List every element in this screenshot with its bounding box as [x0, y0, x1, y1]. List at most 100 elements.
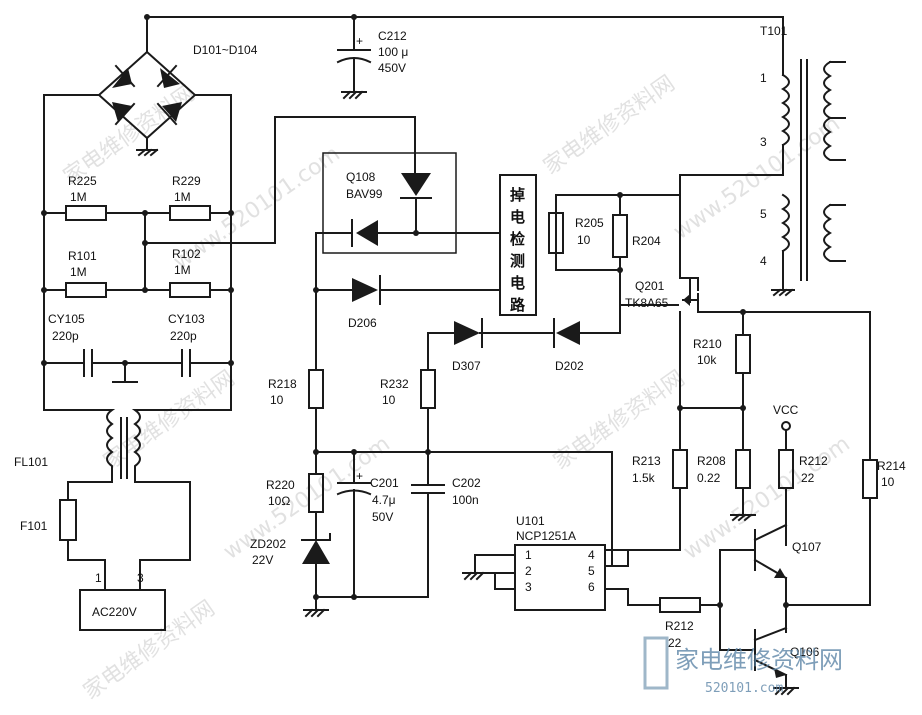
c201-value: 4.7μ: [372, 493, 396, 507]
r204-label: R204: [632, 234, 661, 248]
r214-value: 10: [881, 475, 895, 489]
d206-label: D206: [348, 316, 377, 330]
c202-value: 100n: [452, 493, 479, 507]
c202-label: C202: [452, 476, 481, 490]
r232-value: 10: [382, 393, 396, 407]
d206-rail: D206 R218 10: [268, 232, 501, 453]
r218-label: R218: [268, 377, 297, 391]
u101-pin4: 4: [588, 548, 595, 562]
r102-label: R102: [172, 247, 201, 261]
q108-bav99: Q108 BAV99: [315, 152, 501, 254]
u101-pin2: 2: [525, 564, 532, 578]
bridge-rectifier: D101~D104: [97, 14, 784, 157]
driver-supply: VCC R212 22 R214 10: [773, 403, 906, 606]
c212-voltage: 450V: [378, 61, 406, 75]
r220-value: 10Ω: [268, 494, 290, 508]
r208-label: R208: [697, 454, 726, 468]
fl101-label: FL101: [14, 455, 48, 469]
t101-pin3: 3: [760, 135, 767, 149]
detector-char-3: 检: [510, 230, 525, 248]
r212b-label: R212: [665, 619, 694, 633]
r229-value: 1M: [174, 190, 191, 204]
r212a-value: 22: [801, 471, 815, 485]
u101-pin3: 3: [525, 580, 532, 594]
r213-value: 1.5k: [632, 471, 656, 485]
r101-value: 1M: [70, 265, 87, 279]
diode-chain: D307 D202 R232 10: [380, 304, 621, 453]
r225-label: R225: [68, 174, 97, 188]
r232-label: R232: [380, 377, 409, 391]
power-fail-detector: 掉 电 检 测 电 路: [499, 174, 537, 316]
u101-pin5: 5: [588, 564, 595, 578]
r102-value: 1M: [174, 263, 191, 277]
ac-input: AC220V 1 3: [79, 571, 166, 631]
t101-pin1: 1: [760, 71, 767, 85]
c201-voltage: 50V: [372, 510, 393, 524]
totem-pole-driver: Q107 Q106: [719, 523, 822, 696]
r218-value: 10: [270, 393, 284, 407]
r229-label: R229: [172, 174, 201, 188]
ac-pin3: 3: [137, 571, 144, 585]
c212-value: 100 μ: [378, 45, 408, 59]
r210-label: R210: [693, 337, 722, 351]
ac-label: AC220V: [92, 605, 137, 619]
detector-char-4: 测: [510, 252, 525, 270]
watermark-url: www.520101.com: [669, 111, 845, 244]
site-logo: 家电维修资料网 520101.com: [643, 636, 843, 696]
r205-label: R205: [575, 216, 604, 230]
q201-label: Q201: [635, 279, 665, 293]
t101-pin5: 5: [760, 207, 767, 221]
cy103-value: 220p: [170, 329, 197, 343]
t101-label: T101: [760, 24, 788, 38]
c212-label: C212: [378, 29, 407, 43]
q107-label: Q107: [792, 540, 822, 554]
zd202-value: 22V: [252, 553, 273, 567]
r213-label: R213: [632, 454, 661, 468]
f101-label: F101: [20, 519, 48, 533]
r101-label: R101: [68, 249, 97, 263]
q108-value: BAV99: [346, 187, 383, 201]
sense-network: R210 10k R213 1.5k R208 0.22: [604, 309, 756, 567]
u101-value: NCP1251A: [516, 529, 576, 543]
logo-url: 520101.com: [705, 681, 783, 696]
svg-text:+: +: [356, 469, 363, 483]
q108-label: Q108: [346, 170, 376, 184]
detector-char-1: 掉: [510, 186, 525, 204]
u101-pin6: 6: [588, 580, 595, 594]
bridge-label: D101~D104: [193, 43, 258, 57]
watermark-layer: 家电维修资料网 www.520101.com 家电维修资料网 www.52010…: [59, 71, 855, 705]
t101-pin4: 4: [760, 254, 767, 268]
filter-fl101: FL101 F101: [14, 409, 191, 591]
d202-label: D202: [555, 359, 584, 373]
r210-value: 10k: [697, 353, 717, 367]
watermark-text: 家电维修资料网: [549, 366, 690, 475]
svg-text:+: +: [356, 34, 363, 48]
r214-label: R214: [877, 459, 906, 473]
r208-value: 0.22: [697, 471, 721, 485]
r212b-value: 22: [668, 636, 682, 650]
r225-value: 1M: [70, 190, 87, 204]
ac-pin1: 1: [95, 571, 102, 585]
cy103-label: CY103: [168, 312, 205, 326]
u101-pin1: 1: [525, 548, 532, 562]
d307-label: D307: [452, 359, 481, 373]
capacitor-c212: + C212 100 μ 450V: [336, 16, 408, 100]
r220-label: R220: [266, 478, 295, 492]
watermark-url: www.520101.com: [679, 431, 855, 564]
cy105-value: 220p: [52, 329, 79, 343]
watermark-text: 家电维修资料网: [539, 71, 680, 180]
logo-text: 家电维修资料网: [675, 646, 843, 674]
vcc-network: R220 10Ω ZD202 22V + C201 4.7μ 50V C202 …: [250, 449, 613, 618]
detector-char-5: 电: [510, 274, 525, 292]
controller-u101: U101 NCP1251A 1 2 3 4 5 6 R212 22: [462, 514, 723, 650]
cy105-label: CY105: [48, 312, 85, 326]
detector-char-2: 电: [510, 208, 525, 226]
transformer-t101: T101 1 3 5 4: [679, 24, 846, 297]
r212a-label: R212: [799, 454, 828, 468]
u101-label: U101: [516, 514, 545, 528]
input-network: R225 1M R229 1M R101 1M R102 1M CY105 22…: [41, 94, 416, 411]
zd202-label: ZD202: [250, 537, 286, 551]
q201-value: TK8A65: [625, 296, 669, 310]
